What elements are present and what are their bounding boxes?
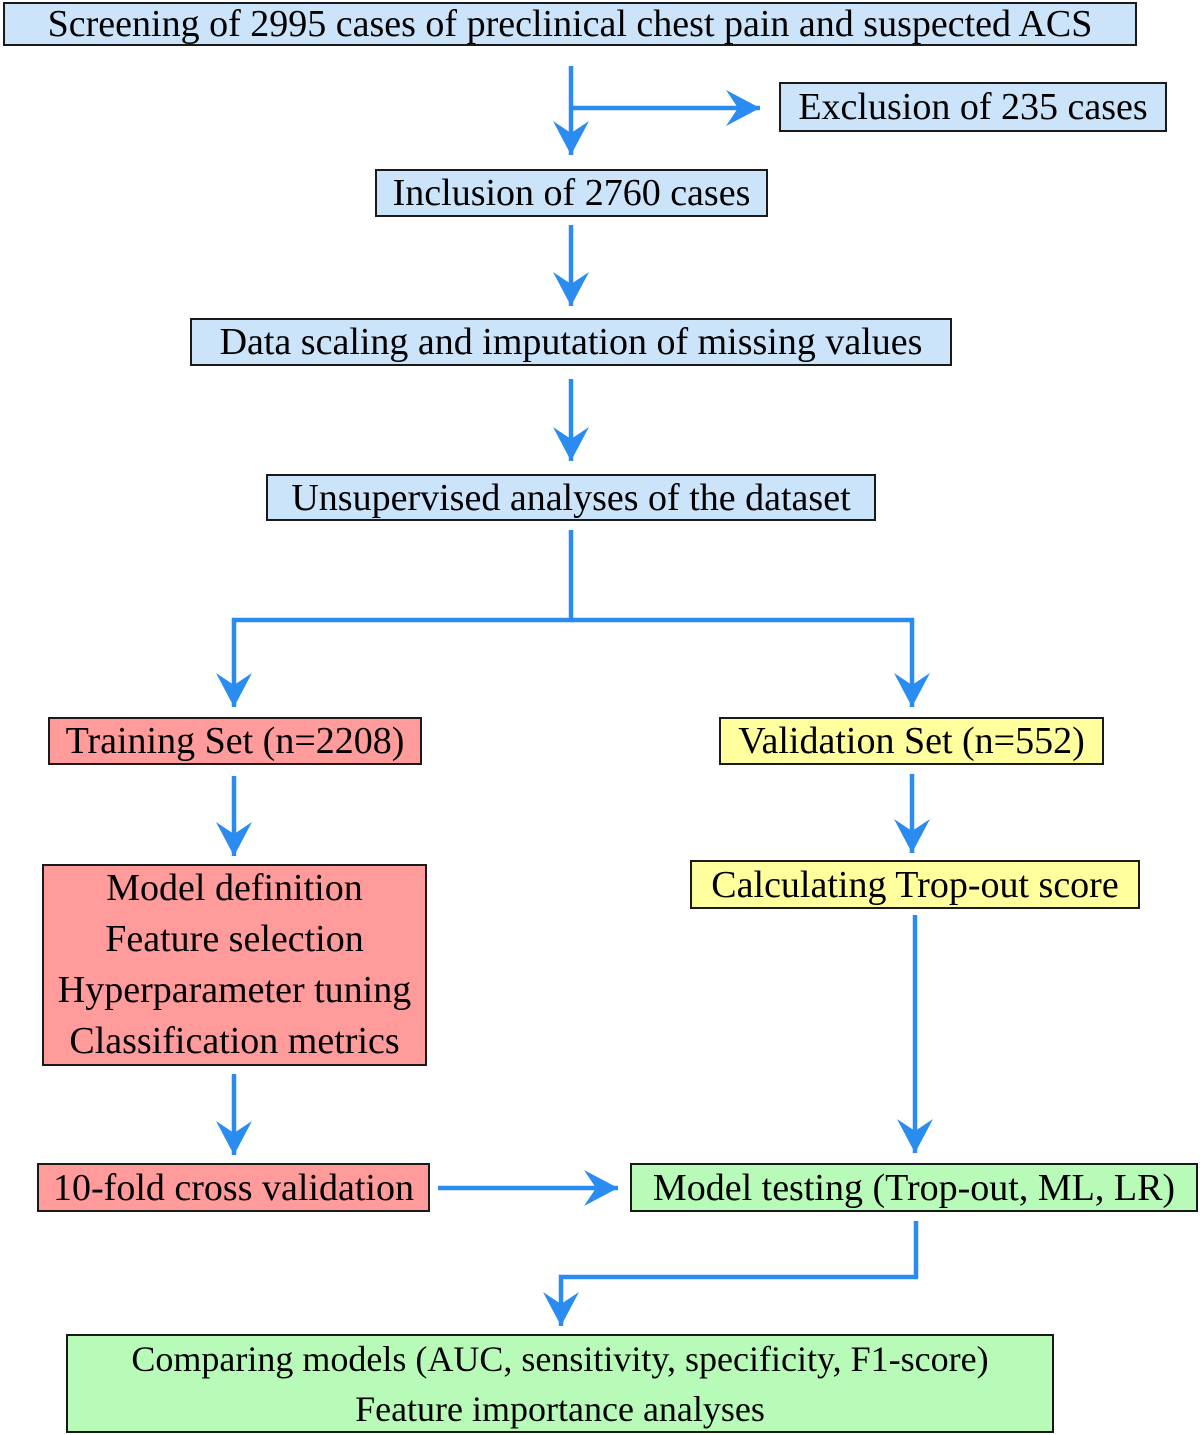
model-step: Hyperparameter tuning: [57, 969, 412, 1011]
arrow-split-training: [216, 530, 574, 707]
model-steps-box: Model definition Feature selection Hyper…: [42, 864, 427, 1066]
training-set-box: Training Set (n=2208): [48, 717, 422, 765]
inclusion-label: Inclusion of 2760 cases: [392, 172, 751, 214]
trop-out-label: Calculating Trop-out score: [711, 863, 1119, 906]
unsupervised-box: Unsupervised analyses of the dataset: [266, 474, 876, 521]
model-step: Classification metrics: [69, 1020, 400, 1062]
comparing-box: Comparing models (AUC, sensitivity, spec…: [66, 1334, 1054, 1433]
exclusion-box: Exclusion of 235 cases: [779, 82, 1167, 132]
model-step: Feature selection: [105, 918, 364, 960]
model-testing-label: Model testing (Trop-out, ML, LR): [652, 1166, 1176, 1209]
inclusion-box: Inclusion of 2760 cases: [375, 169, 768, 217]
validation-set-box: Validation Set (n=552): [719, 717, 1104, 765]
exclusion-label: Exclusion of 235 cases: [798, 86, 1148, 128]
cross-validation-label: 10-fold cross validation: [53, 1166, 414, 1209]
model-step: Model definition: [106, 867, 363, 909]
scaling-label: Data scaling and imputation of missing v…: [219, 321, 923, 363]
unsupervised-label: Unsupervised analyses of the dataset: [291, 476, 851, 519]
validation-set-label: Validation Set (n=552): [738, 720, 1085, 762]
scaling-box: Data scaling and imputation of missing v…: [190, 318, 952, 366]
training-set-label: Training Set (n=2208): [65, 720, 405, 762]
screening-label: Screening of 2995 cases of preclinical c…: [47, 3, 1093, 45]
arrow-testing-to-comparing: [543, 1221, 919, 1326]
comparing-line: Feature importance analyses: [355, 1388, 765, 1429]
comparing-line: Comparing models (AUC, sensitivity, spec…: [131, 1338, 989, 1379]
arrow-split-validation: [571, 617, 930, 707]
screening-box: Screening of 2995 cases of preclinical c…: [3, 2, 1137, 46]
cross-validation-box: 10-fold cross validation: [37, 1163, 430, 1212]
model-testing-box: Model testing (Trop-out, ML, LR): [630, 1163, 1198, 1212]
trop-out-box: Calculating Trop-out score: [690, 860, 1140, 909]
